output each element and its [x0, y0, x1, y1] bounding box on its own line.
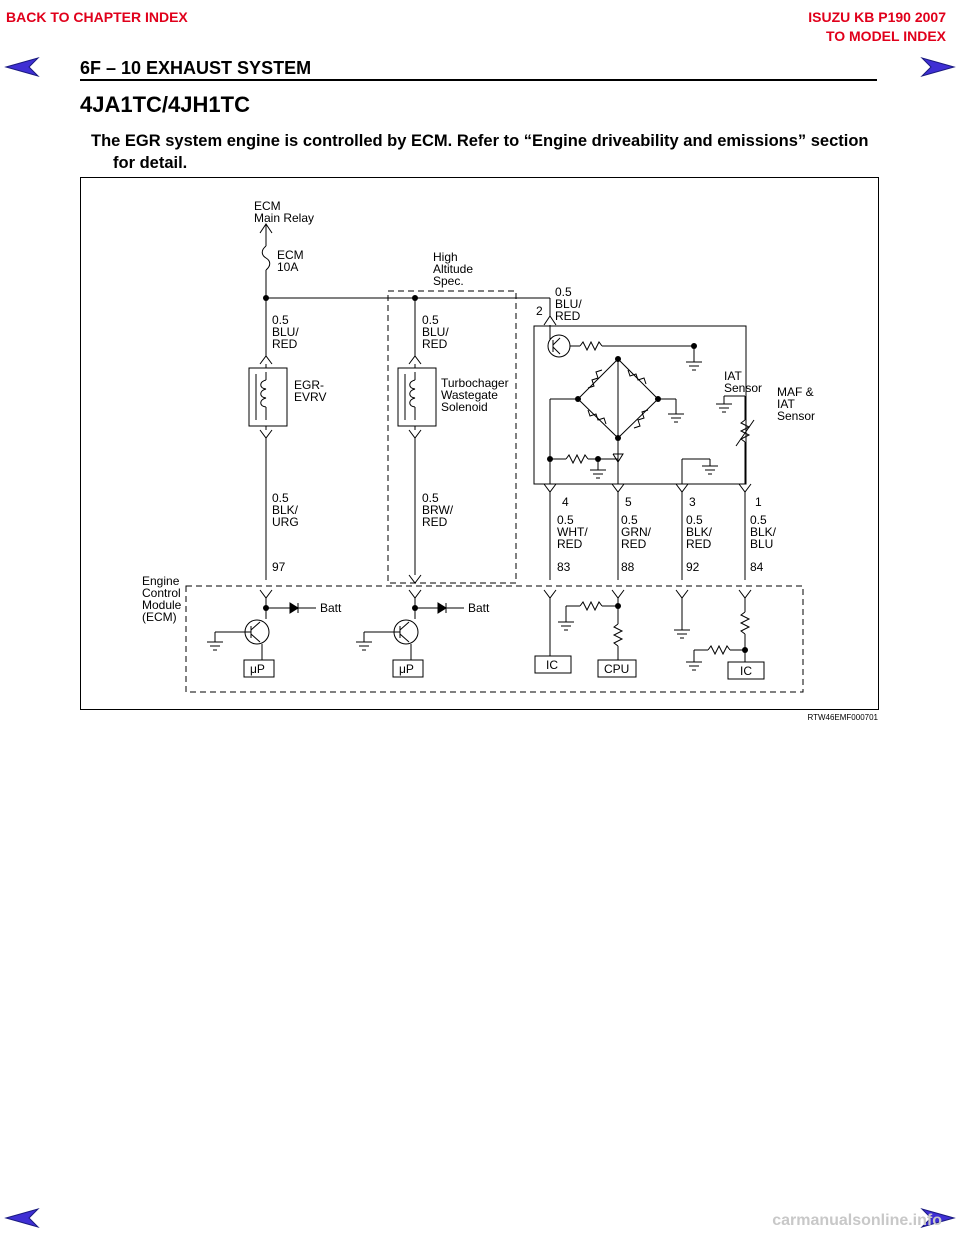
diagram-label: RED [422, 515, 448, 529]
diagram-label: BRW/ [422, 503, 454, 517]
diagram-label: BLU/ [272, 325, 299, 339]
diagram-label: RED [557, 537, 583, 551]
diagram-label: 84 [750, 560, 764, 574]
egr-name-2: EVRV [294, 390, 326, 404]
up-label-1: μP [250, 662, 265, 676]
egr-wiring-diagram: ECM Main Relay ECM 10A High Altitude Spe… [142, 199, 815, 693]
ic-label-1: IC [546, 658, 558, 672]
diagram-label: BLK/ [686, 525, 713, 539]
diagram-label: 0.5 [422, 491, 439, 505]
ecm-label-2: Control [142, 586, 181, 600]
diagram-label: URG [272, 515, 299, 529]
ecm-box [185, 585, 804, 693]
next-page-arrow-icon-bottom[interactable] [920, 1207, 956, 1229]
diagram-label: 0.5 [555, 285, 572, 299]
thermistor-icon [739, 419, 751, 443]
egr-microprocessor-box [243, 659, 275, 678]
ic-box-1 [534, 655, 572, 674]
maf-name-3: Sensor [777, 409, 815, 423]
diagram-label: GRN/ [621, 525, 652, 539]
next-page-arrow-icon[interactable] [920, 56, 956, 78]
cpu-label: CPU [604, 662, 629, 676]
diagram-label: 3 [689, 495, 696, 509]
egr-coil-icon [260, 379, 267, 408]
engine-heading: 4JA1TC/4JH1TC [80, 92, 250, 117]
diagram-label: 2 [536, 304, 543, 318]
ecm-label-1: Engine [142, 574, 180, 588]
diagram-label: BLK/ [750, 525, 777, 539]
cpu-box [597, 659, 637, 678]
diagram-label: RED [272, 337, 298, 351]
section-title: 6F – 10 EXHAUST SYSTEM [80, 58, 312, 78]
tws-name-1: Turbochager [441, 376, 509, 390]
diagram-label: 92 [686, 560, 700, 574]
diagram-label: BLK/ [272, 503, 299, 517]
fuse-label-1: ECM [277, 248, 304, 262]
relay-label-2: Main Relay [254, 211, 314, 225]
high-alt-label-3: Spec. [433, 274, 464, 288]
maf-iat-sensor-box [533, 325, 747, 485]
diagram-label: 0.5 [272, 491, 289, 505]
diagram-label: 1 [755, 495, 762, 509]
egr-name-1: EGR- [294, 378, 324, 392]
iat-name-1: IAT [724, 369, 742, 383]
high-altitude-spec-box [387, 290, 517, 584]
high-alt-label-2: Altitude [433, 262, 473, 276]
maf-name-1: MAF & [777, 385, 814, 399]
model-title-link[interactable]: ISUZU KB P190 2007 [808, 9, 946, 25]
batt-label-2: Batt [468, 601, 490, 615]
diagram-label: 97 [272, 560, 286, 574]
fuse-label-2: 10A [277, 260, 298, 274]
ic-box-2 [727, 661, 765, 680]
wastegate-microprocessor-box [392, 659, 424, 678]
wastegate-coil-icon [409, 379, 416, 408]
wastegate-solenoid [397, 367, 437, 427]
egr-evrv-solenoid [248, 367, 288, 427]
diagram-label: 4 [562, 495, 569, 509]
diagram-label: 88 [621, 560, 635, 574]
diagram-label: BLU/ [555, 297, 582, 311]
tws-name-3: Solenoid [441, 400, 488, 414]
iat-name-2: Sensor [724, 381, 762, 395]
diagram-label: BLU/ [422, 325, 449, 339]
tws-name-2: Wastegate [441, 388, 498, 402]
fuse-icon [261, 245, 271, 271]
diagram-label: 0.5 [557, 513, 574, 527]
diagram-label: 0.5 [750, 513, 767, 527]
diagram-label: 0.5 [621, 513, 638, 527]
diagram-label: 0.5 [422, 313, 439, 327]
intro-paragraph: The EGR system engine is controlled by E… [91, 132, 869, 172]
diagram-label: 0.5 [272, 313, 289, 327]
previous-page-arrow-icon[interactable] [4, 56, 40, 78]
section-rule [80, 79, 877, 81]
up-label-2: μP [399, 662, 414, 676]
diagram-label: 5 [625, 495, 632, 509]
relay-label-1: ECM [254, 199, 281, 213]
diagram-label: RED [422, 337, 448, 351]
figure-code: RTW46EMF000701 [807, 713, 878, 722]
diagram-label: RED [555, 309, 581, 323]
diagram-label: WHT/ [557, 525, 588, 539]
to-model-index-link[interactable]: TO MODEL INDEX [825, 28, 946, 44]
diagram-label: 0.5 [686, 513, 703, 527]
previous-page-arrow-icon-bottom[interactable] [4, 1207, 40, 1229]
diagram-label: BLU [750, 537, 773, 551]
diagram-label: RED [621, 537, 647, 551]
watermark: carmanualsonline.info [772, 1212, 942, 1229]
diagram-label: 83 [557, 560, 571, 574]
maf-name-2: IAT [777, 397, 795, 411]
ecm-label-4: (ECM) [142, 610, 177, 624]
ic-label-2: IC [740, 664, 752, 678]
high-alt-label-1: High [433, 250, 458, 264]
ecm-label-3: Module [142, 598, 182, 612]
back-to-chapter-index-link[interactable]: BACK TO CHAPTER INDEX [6, 9, 188, 25]
diagram-label: RED [686, 537, 712, 551]
diagram-frame [80, 177, 879, 710]
batt-label-1: Batt [320, 601, 342, 615]
